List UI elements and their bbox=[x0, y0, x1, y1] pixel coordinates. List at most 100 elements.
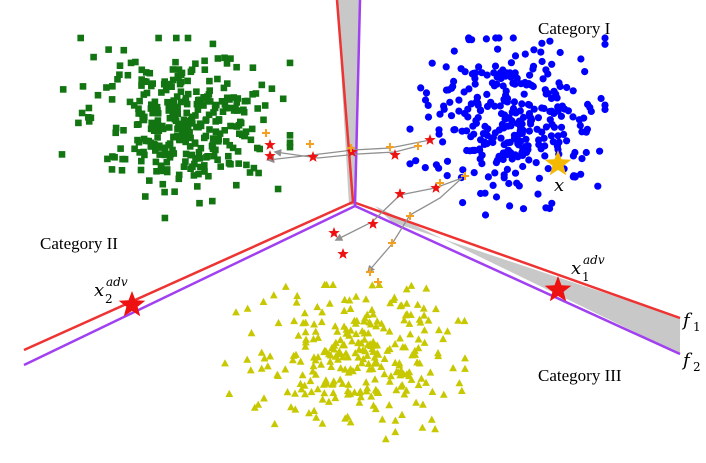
category-i-point bbox=[443, 172, 451, 180]
category-ii-point bbox=[195, 149, 203, 156]
svg-text:f: f bbox=[681, 310, 693, 331]
svg-text:2: 2 bbox=[105, 292, 113, 306]
category-ii-point bbox=[162, 86, 170, 94]
category-ii-point bbox=[229, 144, 237, 152]
category-iii-point bbox=[362, 387, 371, 395]
category-i-point bbox=[564, 107, 573, 115]
category-iii-point bbox=[294, 331, 303, 339]
category-iii-point bbox=[305, 409, 313, 417]
category-ii-point bbox=[170, 150, 178, 157]
category-i-point bbox=[520, 90, 528, 98]
category-i-point bbox=[421, 96, 430, 104]
category-iii-point bbox=[313, 302, 322, 311]
category-ii-point bbox=[205, 111, 213, 119]
category-iii-point bbox=[370, 353, 379, 361]
category-ii-point bbox=[178, 129, 186, 137]
special-points bbox=[118, 150, 572, 317]
category-i-point bbox=[513, 74, 521, 82]
category-iii-point bbox=[289, 351, 298, 359]
category-i-point bbox=[459, 166, 467, 174]
category-ii-point bbox=[182, 138, 189, 146]
category-ii-point bbox=[174, 110, 181, 118]
category-iii-point bbox=[348, 337, 356, 345]
category-iii-point bbox=[381, 435, 390, 443]
category-ii-point bbox=[183, 109, 190, 117]
category-i-point bbox=[424, 113, 433, 121]
category-i-point bbox=[535, 136, 543, 144]
category-i-point bbox=[544, 165, 552, 173]
category-iii-point bbox=[340, 322, 348, 330]
svg-text:x: x bbox=[571, 258, 581, 279]
category-ii-point bbox=[138, 157, 145, 165]
category-ii-point bbox=[166, 114, 174, 122]
category-i-point bbox=[491, 169, 499, 177]
category-ii-point bbox=[148, 119, 155, 127]
category-ii-point bbox=[126, 98, 134, 106]
category-iii-point bbox=[331, 352, 340, 360]
category-i-point bbox=[577, 55, 585, 63]
category-ii-point bbox=[236, 130, 243, 137]
category-ii-point bbox=[249, 91, 256, 98]
category-iii-point bbox=[363, 351, 372, 359]
trajectory-star-marker bbox=[394, 188, 406, 199]
category-iii-point bbox=[333, 327, 342, 335]
category-ii-point bbox=[142, 69, 150, 76]
category-iii-point bbox=[419, 400, 427, 408]
category-iii-point bbox=[322, 347, 330, 355]
category-ii-point bbox=[155, 127, 163, 134]
category-ii-point bbox=[187, 116, 195, 124]
category-iii-point bbox=[306, 376, 315, 385]
category-iii-point bbox=[396, 371, 405, 379]
boundary-f2-label: f 2 bbox=[681, 350, 701, 374]
category-i-point bbox=[515, 141, 523, 149]
category-iii-point bbox=[391, 340, 399, 348]
category-ii-point bbox=[161, 188, 168, 196]
category-i-point bbox=[499, 66, 507, 74]
category-ii-point bbox=[222, 138, 230, 145]
category-i-point bbox=[481, 211, 490, 219]
category-iii-point bbox=[395, 361, 404, 369]
trajectory-star-marker bbox=[430, 182, 442, 193]
trajectory-cross-marker bbox=[388, 239, 396, 247]
category-ii-point bbox=[204, 93, 211, 100]
category-ii-point bbox=[85, 118, 93, 125]
category-ii-point bbox=[228, 104, 236, 112]
category-ii-point bbox=[169, 99, 177, 106]
category-iii-point bbox=[341, 414, 350, 422]
category-iii-point bbox=[432, 304, 440, 313]
category-i-point bbox=[436, 110, 444, 118]
category-ii-point bbox=[195, 170, 202, 178]
trajectory-cross-marker bbox=[306, 140, 314, 148]
category-ii-point bbox=[232, 104, 239, 112]
category-iii-point bbox=[320, 280, 329, 288]
category-i-point bbox=[478, 160, 486, 168]
category-i-point bbox=[474, 99, 482, 107]
category-iii-point bbox=[372, 359, 381, 367]
category-ii-point bbox=[135, 105, 142, 112]
category-ii-point bbox=[105, 46, 112, 53]
category-i-point bbox=[508, 117, 516, 125]
category-i-point bbox=[455, 96, 463, 104]
trajectory-cross-marker bbox=[414, 142, 422, 150]
category-iii-point bbox=[269, 291, 278, 299]
category-iii-point bbox=[327, 362, 336, 370]
category-ii-point bbox=[169, 146, 176, 154]
category-i-point bbox=[450, 77, 458, 85]
category-iii-point bbox=[443, 327, 452, 335]
category-i-point bbox=[532, 159, 540, 167]
category-ii-point bbox=[79, 83, 87, 90]
category-iii-point bbox=[329, 377, 338, 385]
category-iii-point bbox=[455, 379, 464, 387]
category-i-point bbox=[548, 60, 556, 68]
f2-segment-right bbox=[354, 204, 681, 356]
category-iii-point bbox=[379, 324, 388, 332]
category-i-point bbox=[450, 47, 458, 55]
category-iii-point bbox=[368, 305, 376, 313]
category-iii-point bbox=[300, 381, 309, 389]
category-iii-point bbox=[387, 372, 395, 380]
category-ii-point bbox=[209, 141, 216, 149]
category-i-point bbox=[547, 94, 556, 103]
category-iii-point bbox=[422, 378, 430, 386]
category-i-point bbox=[501, 115, 509, 123]
category-ii-point bbox=[175, 171, 183, 179]
